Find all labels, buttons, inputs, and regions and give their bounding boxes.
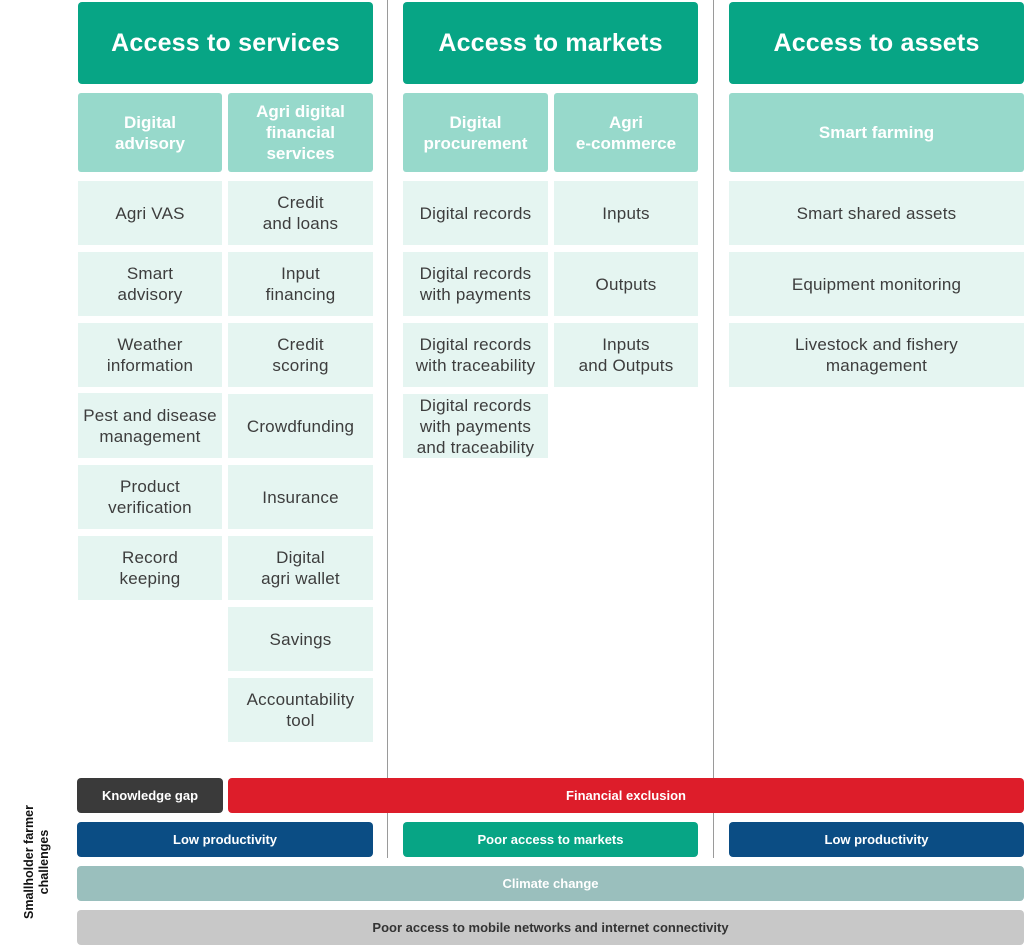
item-credit-scoring: Credit scoring [228, 323, 373, 387]
item-credit-and-loans: Credit and loans [228, 181, 373, 245]
item-outputs: Outputs [554, 252, 698, 316]
item-accountability-tool: Accountability tool [228, 678, 373, 742]
subheader-agri-e-commerce: Agri e-commerce [554, 93, 698, 172]
item-digital-records-with-traceability: Digital records with traceability [403, 323, 548, 387]
challenges-side-label: Smallholder farmer challenges [0, 778, 74, 945]
header-access-to-services: Access to services [78, 2, 373, 84]
subheader-digital-procurement: Digital procurement [403, 93, 548, 172]
item-digital-records-with-payments-and-traceability: Digital records with payments and tracea… [403, 394, 548, 458]
item-smart-shared-assets: Smart shared assets [729, 181, 1024, 245]
bar-knowledge-gap: Knowledge gap [77, 778, 223, 813]
bar-low-productivity-services: Low productivity [77, 822, 373, 857]
item-inputs-and-outputs: Inputs and Outputs [554, 323, 698, 387]
item-smart-advisory: Smart advisory [78, 252, 222, 316]
column-divider [387, 0, 388, 858]
item-product-verification: Product verification [78, 465, 222, 529]
item-crowdfunding: Crowdfunding [228, 394, 373, 458]
item-equipment-monitoring: Equipment monitoring [729, 252, 1024, 316]
item-agri-vas: Agri VAS [78, 181, 222, 245]
item-savings: Savings [228, 607, 373, 671]
subheader-smart-farming: Smart farming [729, 93, 1024, 172]
item-digital-records-with-payments: Digital records with payments [403, 252, 548, 316]
bar-low-productivity-assets: Low productivity [729, 822, 1024, 857]
item-input-financing: Input financing [228, 252, 373, 316]
item-weather-information: Weather information [78, 323, 222, 387]
item-pest-and-disease-management: Pest and disease management [78, 393, 222, 458]
subheader-agri-digital-financial-services: Agri digital financial services [228, 93, 373, 172]
column-divider [713, 0, 714, 858]
item-insurance: Insurance [228, 465, 373, 529]
item-record-keeping: Record keeping [78, 536, 222, 600]
subheader-digital-advisory: Digital advisory [78, 93, 222, 172]
bar-poor-connectivity: Poor access to mobile networks and inter… [77, 910, 1024, 945]
bar-financial-exclusion: Financial exclusion [228, 778, 1024, 813]
bar-climate-change: Climate change [77, 866, 1024, 901]
header-access-to-markets: Access to markets [403, 2, 698, 84]
item-inputs: Inputs [554, 181, 698, 245]
item-digital-agri-wallet: Digital agri wallet [228, 536, 373, 600]
item-digital-records: Digital records [403, 181, 548, 245]
bar-poor-access-to-markets: Poor access to markets [403, 822, 698, 857]
challenges-side-label-text: Smallholder farmer challenges [22, 804, 51, 919]
item-livestock-and-fishery-management: Livestock and fishery management [729, 323, 1024, 387]
header-access-to-assets: Access to assets [729, 2, 1024, 84]
